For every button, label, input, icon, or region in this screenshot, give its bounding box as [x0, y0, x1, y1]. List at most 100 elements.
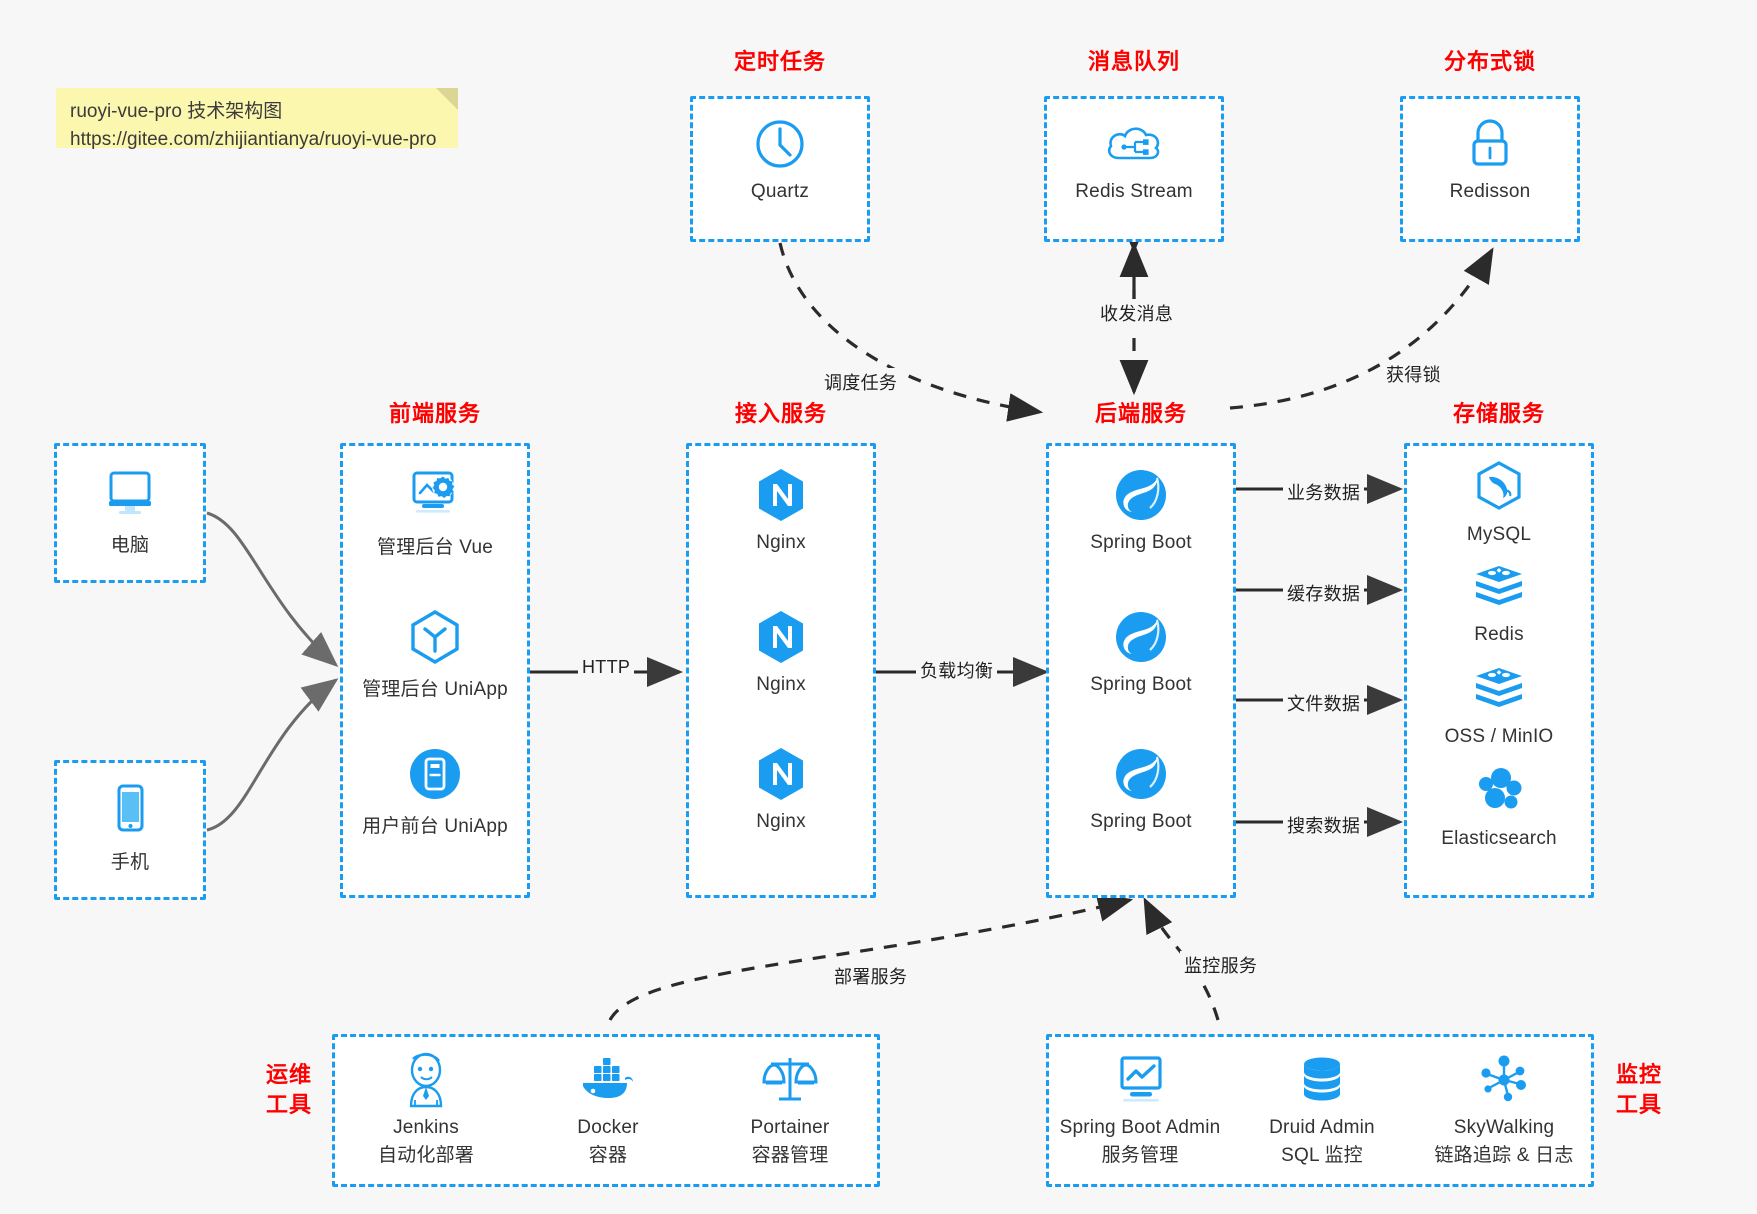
group-title-devops-line1: 运维	[265, 1062, 312, 1087]
dashboard-gear-icon	[343, 464, 527, 526]
node-label: Redis	[1474, 624, 1524, 645]
node-sublabel: SQL 监控	[1281, 1145, 1363, 1166]
spring-boot-icon	[1049, 464, 1233, 526]
node-sublabel: 服务管理	[1101, 1145, 1179, 1166]
scales-balance-icon	[699, 1049, 881, 1111]
group-access: Nginx Nginx Nginx	[686, 443, 876, 898]
hexagon-cube-icon	[343, 606, 527, 668]
node-druid-admin[interactable]: Druid Admin SQL 监控	[1231, 1049, 1413, 1167]
node-elasticsearch[interactable]: Elasticsearch	[1407, 760, 1591, 850]
edge-label-file-data: 文件数据	[1283, 689, 1365, 717]
group-storage: MySQL Redis	[1404, 443, 1594, 898]
node-spring-boot-admin[interactable]: Spring Boot Admin 服务管理	[1049, 1049, 1231, 1167]
smartphone-icon	[57, 779, 203, 841]
node-redis-stream[interactable]: Redis Stream	[1047, 113, 1221, 203]
group-title-devops: 运维 工具	[258, 1060, 320, 1120]
group-title-monitoring-line1: 监控	[1615, 1062, 1662, 1087]
group-client-pc: 电脑	[54, 443, 206, 583]
node-admin-uniapp[interactable]: 管理后台 UniApp	[343, 606, 527, 701]
node-label: Redisson	[1449, 181, 1531, 202]
docker-whale-icon	[517, 1049, 699, 1111]
node-spring-boot-3[interactable]: Spring Boot	[1049, 743, 1233, 833]
node-nginx-1[interactable]: Nginx	[689, 464, 873, 554]
node-sublabel: 链路追踪 & 日志	[1434, 1145, 1574, 1166]
nginx-icon	[689, 743, 873, 805]
node-pc[interactable]: 电脑	[57, 462, 203, 557]
edge-label-acquire-lock: 获得锁	[1382, 360, 1445, 388]
group-backend: Spring Boot Spring Boot Spring Boot	[1046, 443, 1236, 898]
node-sublabel: 容器	[588, 1145, 628, 1166]
node-oss-minio[interactable]: OSS / MinIO	[1407, 658, 1591, 748]
skywalking-network-icon	[1413, 1049, 1595, 1111]
group-title-backend: 后端服务	[1094, 401, 1187, 426]
node-nginx-2[interactable]: Nginx	[689, 606, 873, 696]
node-label: Quartz	[750, 181, 810, 202]
node-label: Druid Admin	[1269, 1117, 1375, 1138]
node-label: Nginx	[756, 811, 806, 832]
node-skywalking[interactable]: SkyWalking 链路追踪 & 日志	[1413, 1049, 1595, 1167]
group-title-monitoring-line2: 工具	[1615, 1092, 1662, 1117]
edge-label-schedule-task: 调度任务	[820, 368, 902, 396]
group-title-scheduled-task: 定时任务	[733, 49, 826, 74]
jenkins-butler-icon	[335, 1049, 517, 1111]
spring-boot-icon	[1049, 743, 1233, 805]
node-label: 管理后台 UniApp	[362, 679, 508, 700]
node-label: Nginx	[756, 532, 806, 553]
node-quartz[interactable]: Quartz	[693, 113, 867, 203]
group-monitoring: Spring Boot Admin 服务管理 Druid Admin SQL 监…	[1046, 1034, 1594, 1187]
node-label: Jenkins	[393, 1117, 459, 1138]
node-label: MySQL	[1466, 524, 1532, 545]
cloud-network-icon	[1047, 113, 1221, 175]
group-client-mobile: 手机	[54, 760, 206, 900]
node-label: Spring Boot	[1090, 674, 1192, 695]
node-label: Spring Boot	[1090, 811, 1192, 832]
node-spring-boot-2[interactable]: Spring Boot	[1049, 606, 1233, 696]
node-portainer[interactable]: Portainer 容器管理	[699, 1049, 881, 1167]
edge-label-deploy-service: 部署服务	[830, 962, 912, 990]
redis-stack-icon	[1407, 556, 1591, 618]
node-mysql[interactable]: MySQL	[1407, 456, 1591, 546]
node-user-uniapp[interactable]: 用户前台 UniApp	[343, 743, 527, 838]
node-label: Elasticsearch	[1441, 828, 1557, 849]
edge-label-search-data: 搜索数据	[1283, 811, 1365, 839]
group-title-message-queue: 消息队列	[1087, 49, 1180, 74]
group-scheduled-task: Quartz	[690, 96, 870, 242]
lock-icon	[1403, 113, 1577, 175]
database-cylinder-icon	[1231, 1049, 1413, 1111]
node-label: Redis Stream	[1075, 181, 1193, 202]
group-distributed-lock: Redisson	[1400, 96, 1580, 242]
node-jenkins[interactable]: Jenkins 自动化部署	[335, 1049, 517, 1167]
node-mobile[interactable]: 手机	[57, 779, 203, 874]
node-label: SkyWalking	[1453, 1117, 1555, 1138]
nginx-icon	[689, 606, 873, 668]
desktop-monitor-icon	[57, 462, 203, 524]
node-sublabel: 自动化部署	[377, 1145, 474, 1166]
group-title-frontend: 前端服务	[388, 401, 481, 426]
node-label: 电脑	[110, 535, 150, 556]
note-line-url: https://gitee.com/zhijiantianya/ruoyi-vu…	[70, 129, 437, 150]
note-fold-corner	[436, 88, 458, 110]
note-line-title: ruoyi-vue-pro 技术架构图	[70, 101, 283, 122]
node-redis[interactable]: Redis	[1407, 556, 1591, 646]
group-message-queue: Redis Stream	[1044, 96, 1224, 242]
group-title-devops-line2: 工具	[265, 1092, 312, 1117]
node-admin-vue[interactable]: 管理后台 Vue	[343, 464, 527, 559]
group-title-distributed-lock: 分布式锁	[1443, 49, 1536, 74]
group-title-monitoring: 监控 工具	[1608, 1060, 1670, 1120]
node-redisson[interactable]: Redisson	[1403, 113, 1577, 203]
node-label: 管理后台 Vue	[377, 537, 493, 558]
node-nginx-3[interactable]: Nginx	[689, 743, 873, 833]
monitor-chart-icon	[1049, 1049, 1231, 1111]
edge-label-business-data: 业务数据	[1283, 478, 1365, 506]
elasticsearch-cluster-icon	[1407, 760, 1591, 822]
node-label: Portainer	[750, 1117, 830, 1138]
node-spring-boot-1[interactable]: Spring Boot	[1049, 464, 1233, 554]
node-label: Docker	[577, 1117, 639, 1138]
node-label: 用户前台 UniApp	[362, 816, 508, 837]
group-title-storage: 存储服务	[1452, 401, 1545, 426]
node-docker[interactable]: Docker 容器	[517, 1049, 699, 1167]
node-label: 手机	[110, 852, 150, 873]
group-devops: Jenkins 自动化部署	[332, 1034, 880, 1187]
spring-boot-icon	[1049, 606, 1233, 668]
